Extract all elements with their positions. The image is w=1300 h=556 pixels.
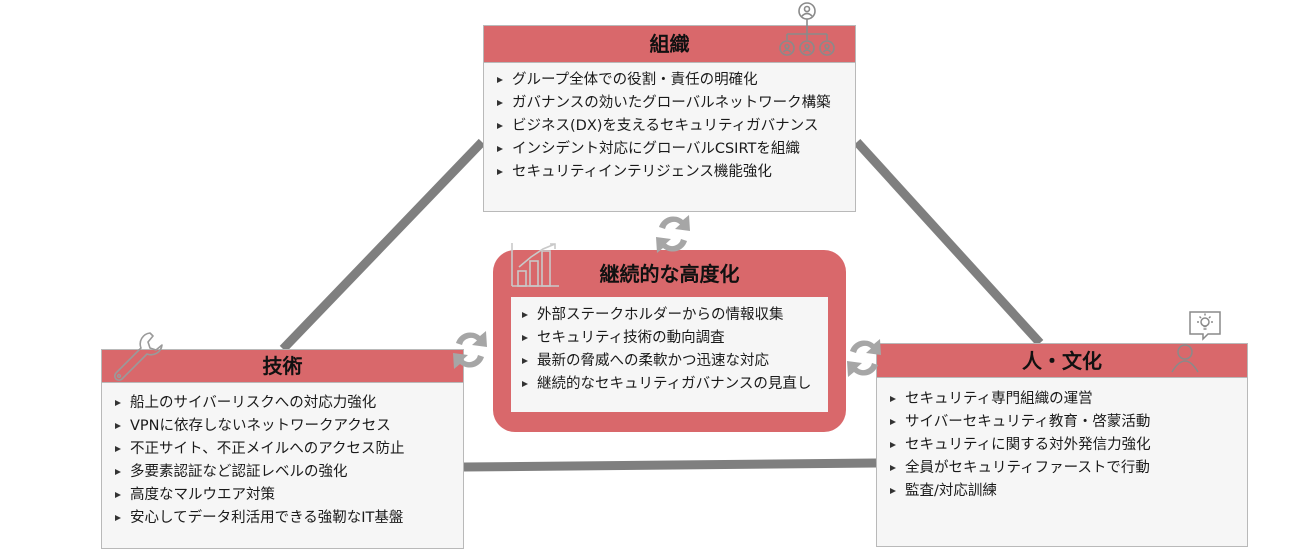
list-item: サイバーセキュリティ教育・啓蒙活動: [881, 411, 1247, 434]
people-culture-box: 人・文化 セキュリティ専門組織の運営 サイバーセキュリティ教育・啓蒙活動 セキュ…: [876, 343, 1248, 547]
connector-org-people: [853, 138, 1044, 347]
technology-list: 船上のサイバーリスクへの対応力強化 VPNに依存しないネットワークアクセス 不正…: [106, 392, 463, 530]
continuous-improvement-title: 継続的な高度化: [599, 262, 740, 286]
connector-org-tech: [279, 138, 486, 353]
cycle-arrows-icon: [847, 339, 881, 377]
list-item: ビジネス(DX)を支えるセキュリティガバナンス: [488, 115, 855, 138]
list-item: 安心してデータ利活用できる強靭なIT基盤: [106, 507, 463, 530]
connector-tech-people: [463, 458, 877, 472]
organization-body: グループ全体での役割・責任の明確化 ガバナンスの効いたグローバルネットワーク構築…: [484, 63, 855, 211]
list-item: 最新の脅威への柔軟かつ迅速な対応: [513, 350, 828, 373]
list-item: VPNに依存しないネットワークアクセス: [106, 415, 463, 438]
people-culture-body: セキュリティ専門組織の運営 サイバーセキュリティ教育・啓蒙活動 セキュリティに関…: [877, 378, 1247, 546]
list-item: セキュリティ技術の動向調査: [513, 327, 828, 350]
cycle-arrows-icon: [656, 215, 690, 253]
continuous-improvement-list: 外部ステークホルダーからの情報収集 セキュリティ技術の動向調査 最新の脅威への柔…: [513, 304, 828, 396]
technology-body: 船上のサイバーリスクへの対応力強化 VPNに依存しないネットワークアクセス 不正…: [102, 383, 463, 548]
organization-list: グループ全体での役割・責任の明確化 ガバナンスの効いたグローバルネットワーク構築…: [488, 69, 855, 184]
continuous-improvement-body: 外部ステークホルダーからの情報収集 セキュリティ技術の動向調査 最新の脅威への柔…: [511, 297, 828, 412]
list-item: 船上のサイバーリスクへの対応力強化: [106, 392, 463, 415]
list-item: インシデント対応にグローバルCSIRTを組織: [488, 138, 855, 161]
people-culture-list: セキュリティ専門組織の運営 サイバーセキュリティ教育・啓蒙活動 セキュリティに関…: [881, 388, 1247, 503]
cycle-arrows-icon: [453, 331, 487, 369]
technology-box: 技術 船上のサイバーリスクへの対応力強化 VPNに依存しないネットワークアクセス…: [101, 349, 464, 549]
list-item: 監査/対応訓練: [881, 480, 1247, 503]
list-item: 継続的なセキュリティガバナンスの見直し: [513, 373, 828, 396]
technology-title: 技術: [102, 350, 463, 383]
list-item: 高度なマルウエア対策: [106, 484, 463, 507]
continuous-improvement-box: 継続的な高度化 外部ステークホルダーからの情報収集 セキュリティ技術の動向調査 …: [493, 250, 846, 432]
list-item: 外部ステークホルダーからの情報収集: [513, 304, 828, 327]
wrench-icon: [113, 332, 163, 382]
list-item: 全員がセキュリティファーストで行動: [881, 457, 1247, 480]
list-item: 多要素認証など認証レベルの強化: [106, 461, 463, 484]
person-idea-icon: [1171, 311, 1221, 373]
list-item: グループ全体での役割・責任の明確化: [488, 69, 855, 92]
list-item: ガバナンスの効いたグローバルネットワーク構築: [488, 92, 855, 115]
bar-chart-icon: [511, 243, 559, 287]
list-item: 不正サイト、不正メイルへのアクセス防止: [106, 438, 463, 461]
list-item: セキュリティ専門組織の運営: [881, 388, 1247, 411]
organization-box: 組織 グループ全体での役割・責任の明確化 ガバナンスの効いたグローバルネットワー…: [483, 25, 856, 212]
people-culture-title: 人・文化: [877, 344, 1247, 378]
list-item: セキュリティに関する対外発信力強化: [881, 434, 1247, 457]
org-chart-icon: [779, 2, 835, 56]
list-item: セキュリティインテリジェンス機能強化: [488, 161, 855, 184]
